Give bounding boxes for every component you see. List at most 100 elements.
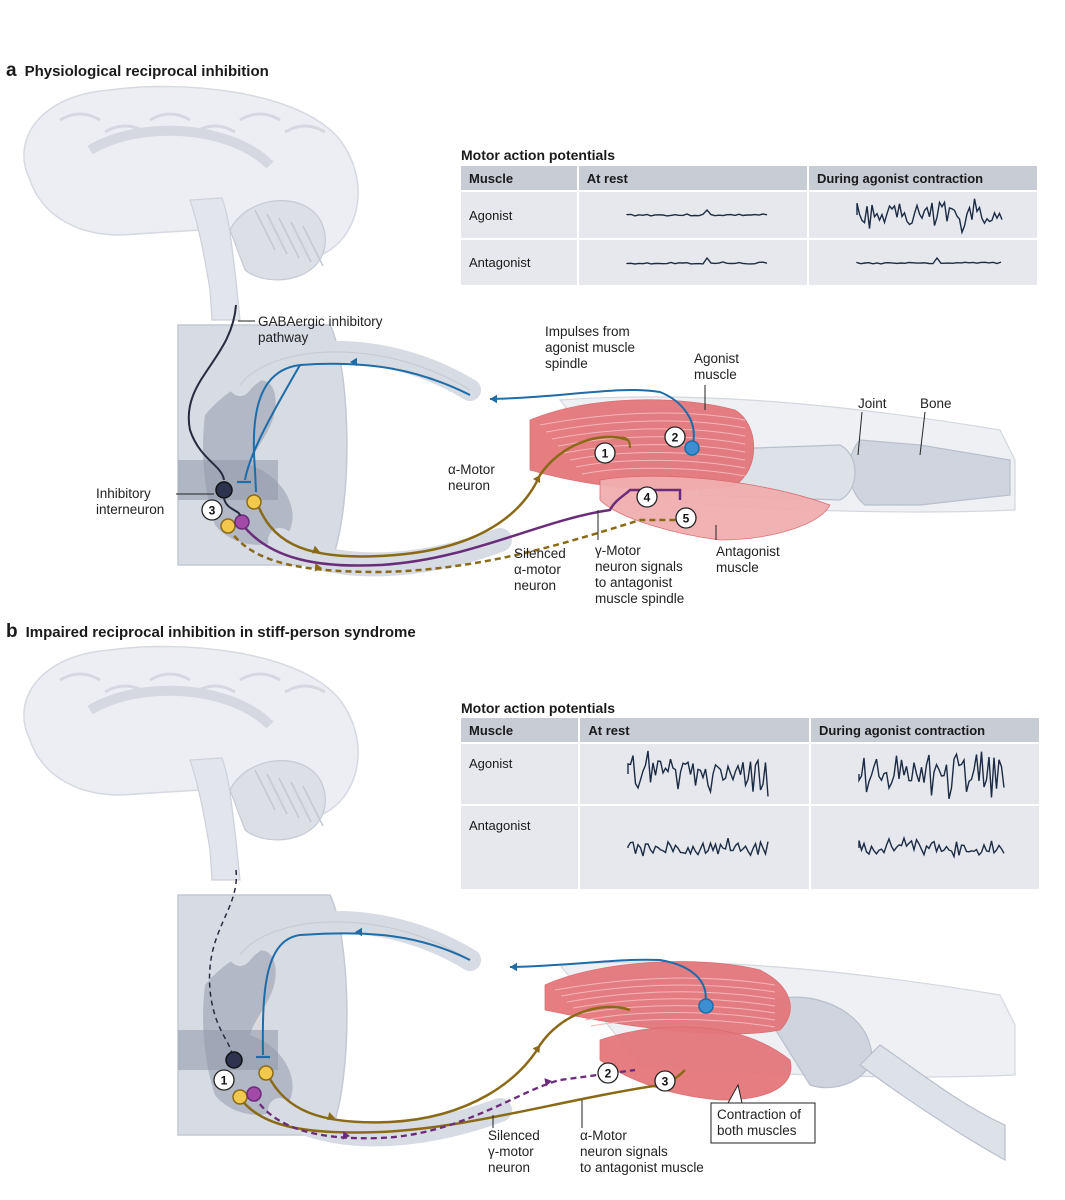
panel-b-title: b Impaired reciprocal inhibition in stiff… [6,621,416,643]
panel-b-heading: Impaired reciprocal inhibition in stiff-… [25,624,416,641]
emg-trace [856,256,1002,265]
gamma-motor-dashed [226,518,680,574]
alpha-arrow [532,1045,540,1054]
step-3-circle [201,499,223,521]
afferent-arrow [510,962,517,972]
emg-trace [858,835,1005,859]
cerebellum-folia [278,777,300,819]
brain-gyrus [239,112,281,122]
muscle-fiber [590,1018,776,1028]
motor-potentials-table-b: Muscle At rest During agonist contractio… [461,718,1039,889]
silenced-neuron-body [234,514,250,530]
antagonist-muscle [599,1026,792,1101]
brain-gyrus [239,672,281,682]
step-2: 2 [672,431,679,445]
step-1-circle [594,442,616,464]
header-contraction: During agonist contraction [807,166,1037,191]
brain-gyrus [149,672,191,682]
afferent-arrow [355,927,362,937]
emg-cell [809,742,1039,805]
afferent-branch [244,364,301,481]
header-muscle: Muscle [461,718,580,743]
afferent-arrow [350,357,357,367]
brain-gyrus [59,112,101,122]
cerebellum-folia [302,785,324,827]
gamma-arrow [314,563,322,572]
cerebellum [229,200,326,281]
gabaergic-pathway [187,304,237,481]
panel-a-letter: a [6,60,17,81]
cerebellum [229,760,326,841]
step-2: 2 [605,1067,612,1081]
step-3: 3 [209,504,216,518]
panel-b-letter: b [6,621,18,642]
emg-waveform [627,750,770,797]
antagonist-muscle [599,475,831,541]
alpha-terminal [619,436,631,449]
inhibitory-interneuron [225,1051,243,1069]
contraction-callout-box [710,1102,816,1144]
callout-pointer [727,1083,743,1104]
emg-waveform [858,835,1005,859]
brain-gyrus [284,124,326,134]
step-3-circle [654,1070,676,1092]
emg-cell [578,804,810,889]
muscle-fiber [575,459,746,469]
alpha-neuron-body [246,494,262,510]
afferent-path-central [252,362,471,493]
header-contraction: During agonist contraction [809,718,1039,743]
dorsal-root-edge [239,921,471,961]
step-1-circle [213,1069,235,1091]
emg-trace [627,750,770,797]
afferent-path-central [261,932,471,1056]
header-at-rest: At rest [578,718,810,743]
muscle-fiber [539,412,746,426]
emg-trace [625,208,767,217]
step-3: 3 [662,1075,669,1089]
alpha-arrow [311,545,320,554]
gamma-neuron-body [220,518,236,534]
muscle-spindle [684,440,700,456]
header-muscle: Muscle [461,166,578,191]
cerebellum-folia [266,213,288,255]
muscle-fiber [569,452,746,461]
header-at-rest: At rest [576,166,808,191]
emg-cell [576,238,808,285]
afferent-path-peripheral [509,958,707,1006]
lower-bone [859,1044,1006,1162]
muscle-fiber [584,1012,776,1021]
brain-gyrus [149,112,191,122]
muscle-spindle [698,998,714,1014]
table-b-title: Motor action potentials [461,700,615,716]
muscle-fiber [563,444,746,454]
step-5: 5 [683,512,690,526]
muscle-fiber [572,998,776,1009]
afferent-path-peripheral [489,388,695,448]
step-4: 4 [644,491,651,505]
step-1: 1 [602,447,609,461]
corpus-callosum [87,685,274,729]
table-row-muscle: Antagonist [461,238,578,285]
cerebellum-folia [302,225,324,267]
leader-line [857,411,863,456]
muscle-fiber [554,977,776,991]
emg-waveform [627,837,770,857]
emg-trace [625,256,767,265]
brain-gyrus [59,672,101,682]
emg-waveform [856,198,1003,235]
brainstem [189,757,241,881]
cerebellum-folia [266,773,288,815]
table-row-muscle: Antagonist [461,804,580,889]
agonist-muscle [544,961,791,1035]
gamma-arrow [342,1131,350,1140]
